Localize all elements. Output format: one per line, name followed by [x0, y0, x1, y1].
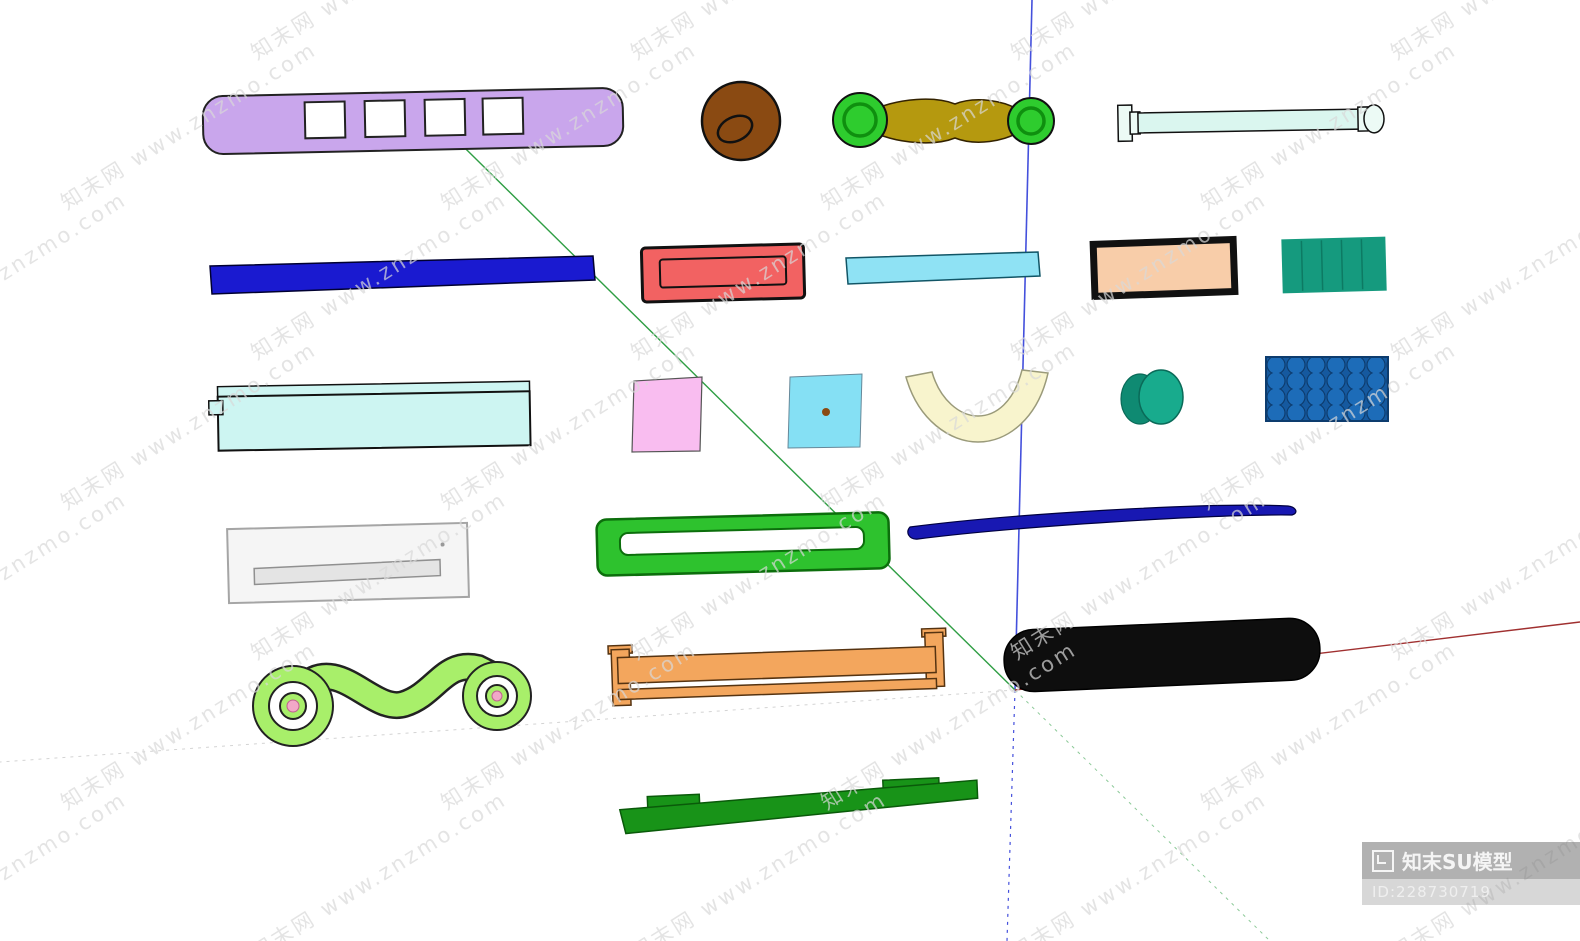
- handle-white-plate[interactable]: [226, 521, 470, 605]
- spindle-bar: [871, 98, 1023, 144]
- handle-green-scroll[interactable]: [252, 652, 532, 747]
- cylinder-front: [1138, 369, 1184, 425]
- red-plate-body: [639, 242, 807, 304]
- scroll-dot-right: [491, 690, 503, 702]
- badge-brand-text: 知末SU模型: [1402, 850, 1513, 874]
- white-plate-screw: [440, 542, 445, 547]
- plate-cutout: [303, 100, 347, 140]
- spindle-ring-left: [842, 102, 878, 138]
- handle-green-bar[interactable]: [618, 776, 979, 835]
- quilt-overlay: [1265, 356, 1389, 422]
- handle-green-slot[interactable]: [595, 511, 891, 577]
- badge-id-text: ID:228730719: [1362, 879, 1580, 905]
- handle-blue-quilt[interactable]: [1265, 356, 1389, 422]
- spindle-ring-right: [1016, 106, 1046, 136]
- plate-cutout: [363, 99, 407, 139]
- knob-face: [700, 80, 782, 162]
- green-bar-body: [618, 779, 979, 835]
- handle-gold-spindle[interactable]: [832, 92, 1055, 148]
- handle-teal-panel[interactable]: [1281, 236, 1387, 294]
- knob-detail: [716, 114, 754, 144]
- handle-cyan-wide[interactable]: [207, 380, 532, 452]
- handle-teal-cylinder[interactable]: [1120, 369, 1184, 425]
- spindle-end-right: [1007, 97, 1055, 145]
- black-handle-body: [1003, 617, 1321, 693]
- handle-lavender-plate[interactable]: [201, 87, 625, 156]
- handle-sky-bar[interactable]: [845, 251, 1041, 285]
- red-plate-inner: [658, 255, 788, 289]
- red-axis-negative: [0, 689, 1016, 763]
- handle-peach-plate[interactable]: [1089, 235, 1239, 301]
- blue-axis-negative: [1006, 689, 1016, 941]
- znzmo-logo-icon: [1372, 849, 1394, 872]
- rail-bar: [616, 645, 937, 685]
- handle-brown-knob[interactable]: [700, 80, 782, 162]
- rail-lower-bar: [617, 677, 938, 701]
- sky-square-dot: [822, 408, 830, 416]
- wide-handle-lip: [207, 399, 224, 416]
- handle-sky-square[interactable]: [787, 373, 863, 449]
- peach-plate-body: [1089, 235, 1239, 301]
- wide-handle-body: [216, 390, 532, 452]
- teal-panel-groove: [1300, 240, 1304, 291]
- scroll-dot-left: [286, 699, 300, 713]
- handle-red-plate[interactable]: [639, 242, 807, 304]
- white-plate-recess: [253, 558, 442, 586]
- scroll-band: [290, 655, 510, 717]
- watermark-badge: 知末SU模型 ID:228730719: [1362, 842, 1580, 905]
- handle-cyan-towel-bar[interactable]: [1116, 101, 1385, 143]
- plate-body: [201, 87, 625, 156]
- teal-panel-groove: [1340, 239, 1344, 290]
- teal-panel-body: [1281, 236, 1387, 294]
- handle-blue-bar[interactable]: [209, 255, 596, 295]
- plate-cutout: [481, 96, 525, 136]
- teal-panel-groove: [1320, 240, 1324, 291]
- handle-navy-curved[interactable]: [907, 504, 1297, 540]
- handle-orange-rail[interactable]: [607, 627, 948, 707]
- handle-cream-arc[interactable]: [905, 369, 1049, 443]
- handle-pink-square[interactable]: [631, 376, 703, 453]
- green-axis-negative: [1014, 689, 1271, 941]
- bar-rod: [1137, 108, 1361, 134]
- plate-cutout: [423, 97, 467, 137]
- green-axis: [407, 91, 1016, 691]
- badge-brand-row: 知末SU模型: [1362, 842, 1580, 879]
- slot-handle-slot: [618, 526, 866, 556]
- spindle-end-left: [832, 92, 888, 148]
- handle-black-thick[interactable]: [1003, 617, 1321, 693]
- bar-flange-right: [1363, 104, 1385, 134]
- teal-panel-groove: [1360, 239, 1364, 290]
